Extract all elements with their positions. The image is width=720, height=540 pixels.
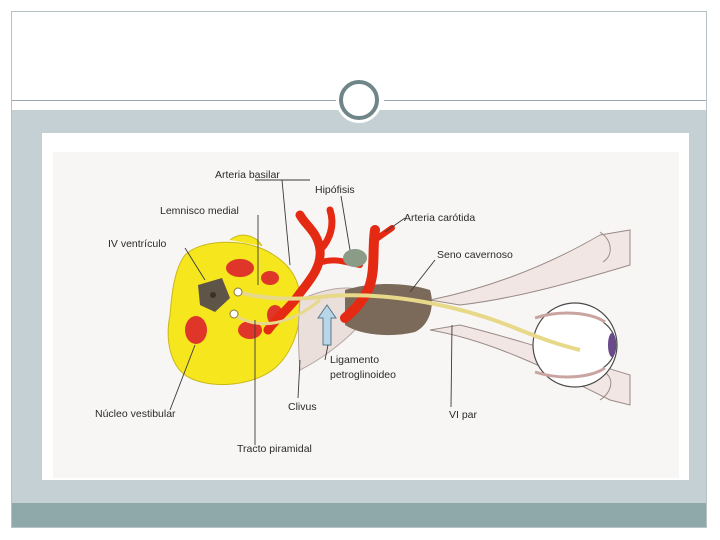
label-ligamento-line2: petroglinoideo: [330, 369, 396, 381]
label-iv-ventriculo: IV ventrículo: [108, 238, 167, 250]
vi-nerve: [229, 287, 581, 352]
circle-ornament: [339, 80, 379, 120]
eye: [532, 302, 618, 388]
label-vi-par: VI par: [449, 409, 478, 421]
slide-frame: [11, 11, 707, 528]
divider-right: [384, 100, 706, 101]
label-nucleo-vestibular: Núcleo vestibular: [95, 408, 176, 420]
arteries: [263, 206, 395, 335]
label-ligamento-line1: Ligamento: [330, 354, 379, 366]
label-lemnisco-medial: Lemnisco medial: [160, 205, 239, 217]
divider-left: [12, 100, 340, 101]
label-clivus: Clivus: [288, 401, 317, 413]
ligament-arrow: [317, 304, 337, 346]
label-arteria-carotida: Arteria carótida: [404, 212, 475, 224]
label-seno-cavernoso: Seno cavernoso: [437, 249, 513, 261]
label-arteria-basilar: Arteria basilar: [215, 169, 280, 181]
bottom-bar: [12, 503, 706, 527]
label-hipofisis: Hipófisis: [315, 184, 355, 196]
leader-lines: [169, 179, 453, 445]
label-tracto-piramidal: Tracto piramidal: [237, 443, 312, 455]
